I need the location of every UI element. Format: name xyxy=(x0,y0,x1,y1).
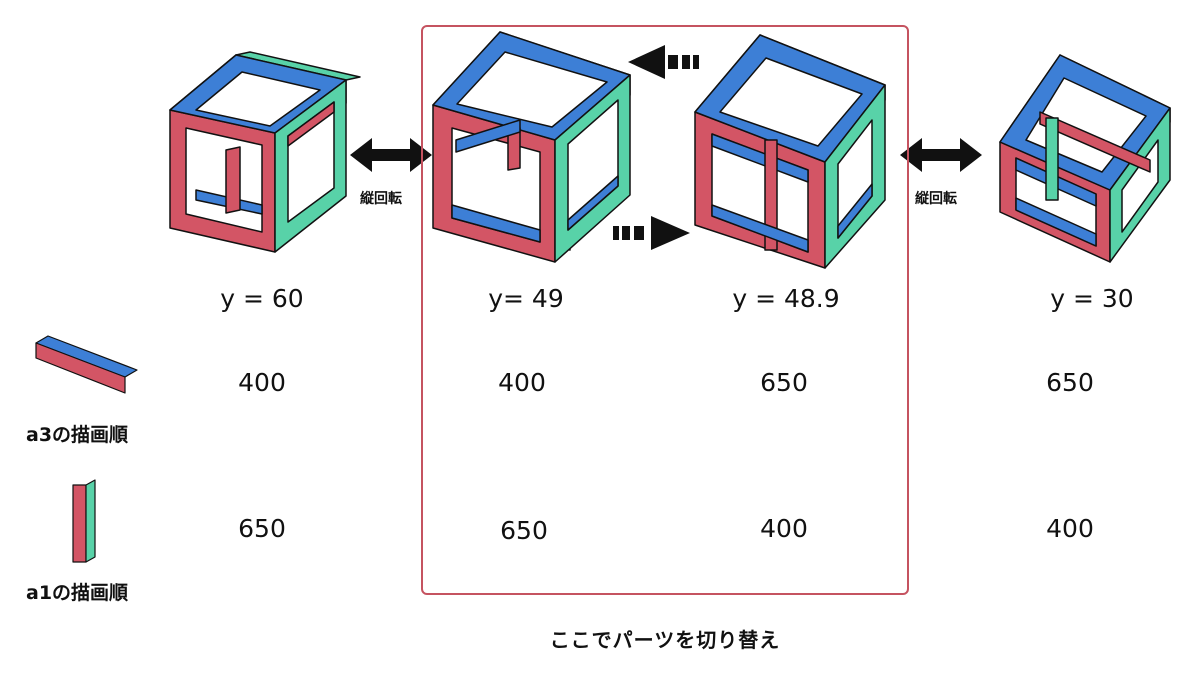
a3-order-col2: 400 xyxy=(498,368,546,397)
a1-order-col2: 650 xyxy=(500,516,548,545)
a3-order-col4: 650 xyxy=(1046,368,1094,397)
a1-order-col4: 400 xyxy=(1046,514,1094,543)
y-label-col3: y = 48.9 xyxy=(732,284,840,313)
a1-order-col1: 650 xyxy=(238,514,286,543)
switch-caption: ここでパーツを切り替え xyxy=(549,628,781,652)
a1-caption: a1の描画順 xyxy=(26,582,129,604)
switch-highlight-frame xyxy=(421,25,909,595)
rotation-label-left: 縦回転 xyxy=(360,191,402,207)
rotation-label-right: 縦回転 xyxy=(915,191,957,207)
y-label-col4: y = 30 xyxy=(1050,284,1134,313)
a3-caption: a3の描画順 xyxy=(26,424,129,446)
y-label-col2: y= 49 xyxy=(488,284,564,313)
a3-order-col3: 650 xyxy=(760,368,808,397)
a1-order-col3: 400 xyxy=(760,514,808,543)
a3-order-col1: 400 xyxy=(238,368,286,397)
y-label-col1: y = 60 xyxy=(220,284,304,313)
